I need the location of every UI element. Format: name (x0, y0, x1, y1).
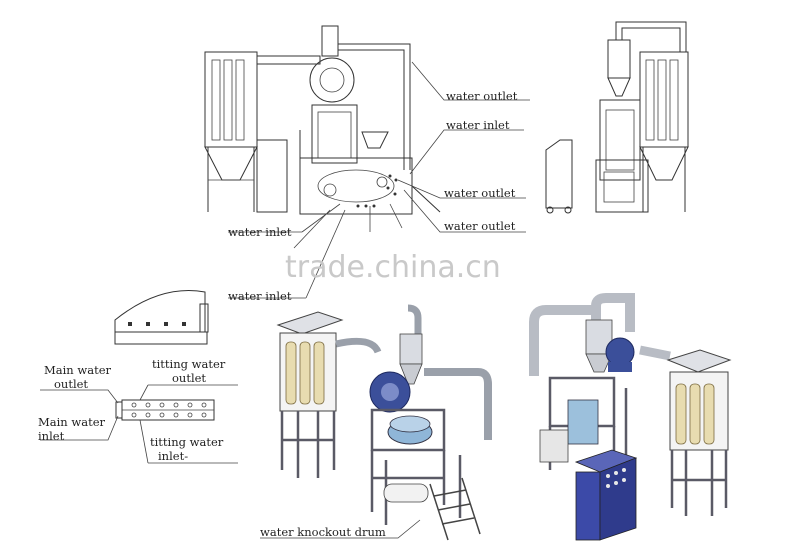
water-outlet-label-3: water outlet (444, 219, 516, 233)
isometric-view-right (529, 293, 732, 541)
front-elevation-drawing (204, 25, 441, 215)
titting-water-inlet-label-line2: inlet- (158, 449, 188, 463)
main-water-outlet-label-line2: outlet (54, 377, 88, 391)
watermark: trade.china.cn (285, 250, 501, 285)
titting-water-outlet-label-line1: titting water (152, 357, 226, 371)
isometric-view-left (276, 304, 492, 541)
main-water-inlet-label-line2: inlet (38, 429, 65, 443)
side-elevation-drawing (545, 21, 689, 214)
main-water-inlet-label-line1: Main water (38, 415, 105, 429)
leader-lines (228, 61, 530, 299)
water-knockout-drum-label: water knockout drum (260, 525, 386, 539)
water-manifold-detail (40, 290, 238, 464)
water-outlet-label-2: water outlet (444, 186, 516, 200)
titting-water-inlet-label-line1: titting water (150, 435, 224, 449)
water-inlet-label-1: water inlet (446, 118, 510, 132)
water-inlet-label-3: water inlet (228, 289, 292, 303)
knockout-drum-leader (260, 519, 421, 539)
titting-water-outlet-label-line2: outlet (172, 371, 206, 385)
water-outlet-label-1: water outlet (446, 89, 518, 103)
water-inlet-label-2: water inlet (228, 225, 292, 239)
main-water-outlet-label-line1: Main water (44, 363, 111, 377)
